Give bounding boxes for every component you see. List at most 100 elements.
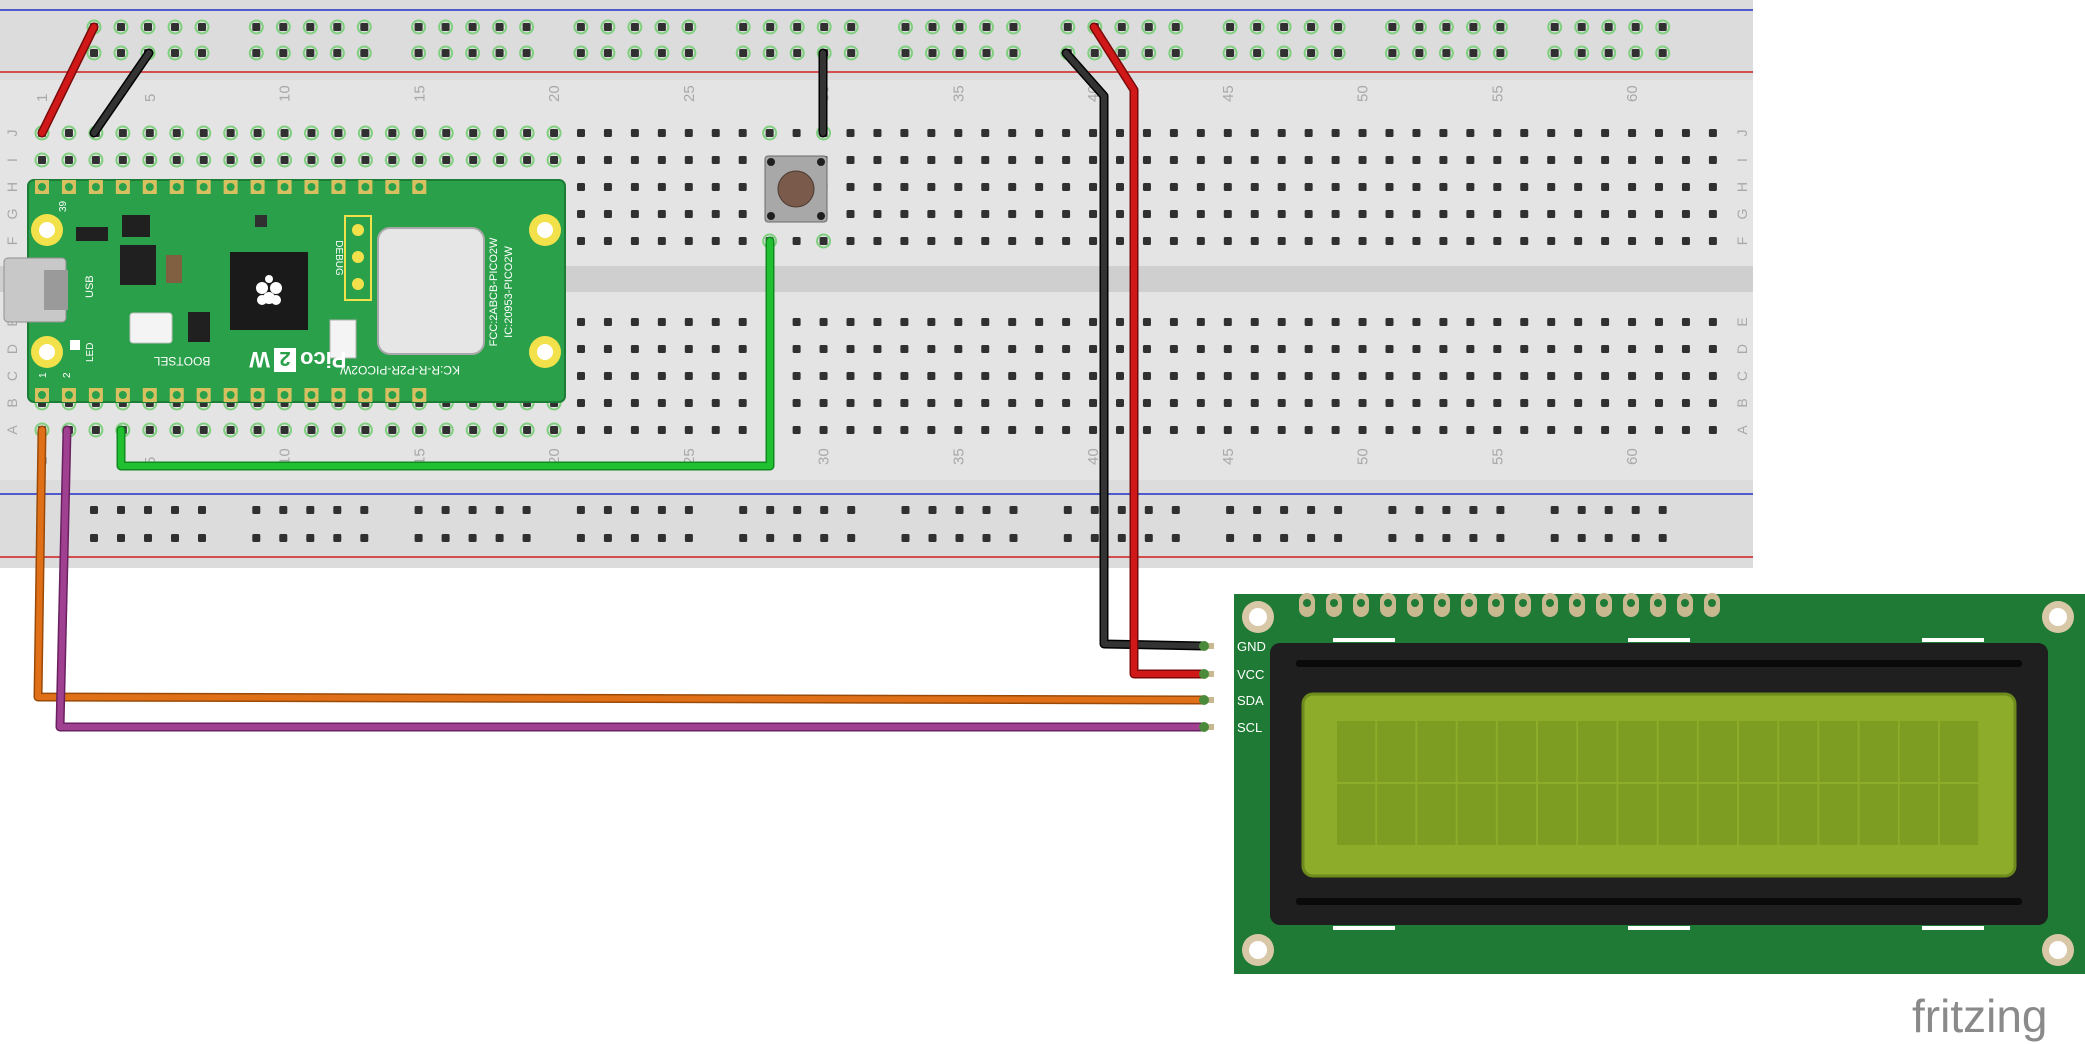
breadboard-hole bbox=[954, 210, 963, 218]
connected-hole-highlight bbox=[223, 125, 239, 141]
connected-hole-highlight bbox=[1465, 19, 1481, 35]
connected-hole-highlight bbox=[115, 152, 131, 168]
breadboard-hole bbox=[1062, 183, 1071, 191]
connected-hole-highlight bbox=[1303, 19, 1319, 35]
rail-hole bbox=[657, 23, 666, 31]
header-pin-hole bbox=[280, 183, 289, 191]
row-letter-label: I bbox=[1734, 158, 1750, 162]
breadboard-hole bbox=[1439, 345, 1448, 353]
breadboard-hole bbox=[1547, 318, 1556, 326]
breadboard-hole bbox=[603, 156, 612, 164]
rail-hole bbox=[1226, 23, 1235, 31]
rail-hole bbox=[1144, 23, 1153, 31]
breadboard-hole bbox=[1655, 399, 1663, 407]
breadboard-hole bbox=[1223, 156, 1232, 164]
breadboard-hole bbox=[1358, 237, 1367, 245]
header-pin-hole bbox=[415, 391, 424, 399]
breadboard-hole bbox=[954, 237, 963, 245]
breadboard-hole bbox=[819, 399, 828, 407]
rail-hole bbox=[1631, 506, 1640, 514]
lcd-cell bbox=[1739, 784, 1778, 845]
breadboard-hole bbox=[900, 237, 909, 245]
column-number-label: 10 bbox=[277, 448, 294, 465]
breadboard-hole bbox=[1547, 237, 1556, 245]
column-number-label: 40 bbox=[1085, 448, 1102, 465]
lcd-header-pin-hole bbox=[1573, 599, 1581, 607]
breadboard-hole bbox=[1574, 372, 1583, 380]
connected-hole-highlight bbox=[88, 422, 104, 438]
column-number-label: 20 bbox=[546, 85, 563, 102]
lcd-header-pin-hole bbox=[1438, 599, 1446, 607]
rail-hole bbox=[279, 534, 288, 542]
breadboard-hole bbox=[307, 129, 316, 137]
breadboard-hole bbox=[1493, 183, 1502, 191]
breadboard-hole bbox=[1520, 399, 1529, 407]
column-number-label: 60 bbox=[1624, 85, 1641, 102]
breadboard-hole bbox=[1412, 237, 1421, 245]
rail-hole bbox=[766, 49, 775, 57]
connected-hole-highlight bbox=[762, 125, 778, 141]
connected-hole-highlight bbox=[194, 19, 210, 35]
breadboard-hole bbox=[1223, 129, 1232, 137]
rail-hole bbox=[1469, 534, 1478, 542]
breadboard-hole bbox=[1223, 210, 1232, 218]
breadboard-hole bbox=[280, 129, 289, 137]
lcd-cell bbox=[1618, 721, 1657, 782]
connected-hole-highlight bbox=[1222, 19, 1238, 35]
lcd-header-pin-hole bbox=[1330, 599, 1338, 607]
breadboard-hole bbox=[1062, 210, 1071, 218]
connected-hole-highlight bbox=[329, 19, 345, 35]
breadboard-hole bbox=[1493, 426, 1502, 434]
breadboard-hole bbox=[738, 426, 747, 434]
rail-hole bbox=[1171, 506, 1180, 514]
breadboard-hole bbox=[846, 156, 855, 164]
pico-model-label: Pico 2 W bbox=[249, 347, 346, 372]
lcd-header-pin-hole bbox=[1411, 599, 1419, 607]
breadboard-hole bbox=[469, 129, 478, 137]
breadboard-hole bbox=[1358, 372, 1367, 380]
column-number-label: 45 bbox=[1220, 85, 1237, 102]
connected-hole-highlight bbox=[356, 45, 372, 61]
breadboard-hole bbox=[1681, 318, 1690, 326]
breadboard-hole bbox=[792, 372, 801, 380]
rail-hole bbox=[198, 506, 206, 514]
connected-hole-highlight bbox=[925, 45, 940, 61]
rail-hole bbox=[1415, 506, 1424, 514]
mounting-hole-center bbox=[537, 222, 553, 238]
breadboard-hole bbox=[253, 156, 262, 164]
connected-hole-highlight bbox=[250, 422, 266, 438]
rail-hole bbox=[657, 506, 666, 514]
connected-hole-highlight bbox=[196, 152, 212, 168]
breadboard-hole bbox=[145, 426, 154, 434]
breadboard-hole bbox=[1412, 345, 1421, 353]
rail-hole bbox=[279, 506, 288, 514]
breadboard-hole bbox=[199, 156, 208, 164]
breadboard-hole bbox=[1250, 129, 1259, 137]
breadboard-hole bbox=[1439, 210, 1448, 218]
connected-hole-highlight bbox=[1438, 45, 1454, 61]
breadboard-hole bbox=[38, 156, 46, 164]
breadboard-hole bbox=[1089, 318, 1098, 326]
breadboard-hole bbox=[1547, 210, 1556, 218]
breadboard-hole bbox=[496, 129, 505, 137]
header-pin-hole bbox=[361, 391, 370, 399]
rail-hole bbox=[117, 49, 125, 57]
breadboard-hole bbox=[1358, 345, 1367, 353]
breadboard-hole bbox=[361, 156, 370, 164]
breadboard-hole bbox=[1008, 318, 1017, 326]
breadboard-hole bbox=[1358, 183, 1367, 191]
connected-hole-highlight bbox=[1276, 45, 1292, 61]
column-number-label: 45 bbox=[1220, 448, 1237, 465]
bezel-tab bbox=[1922, 638, 1984, 642]
column-number-label: 25 bbox=[681, 85, 698, 102]
breadboard-hole bbox=[1304, 129, 1313, 137]
breadboard-hole bbox=[1385, 129, 1394, 137]
breadboard-hole bbox=[792, 129, 801, 137]
breadboard-hole bbox=[1655, 183, 1663, 191]
breadboard-hole bbox=[1008, 129, 1017, 137]
breadboard-hole bbox=[1089, 372, 1098, 380]
connected-hole-highlight bbox=[519, 152, 535, 168]
breadboard-hole bbox=[846, 183, 855, 191]
breadboard-hole bbox=[1223, 399, 1232, 407]
connected-hole-highlight bbox=[169, 422, 185, 438]
